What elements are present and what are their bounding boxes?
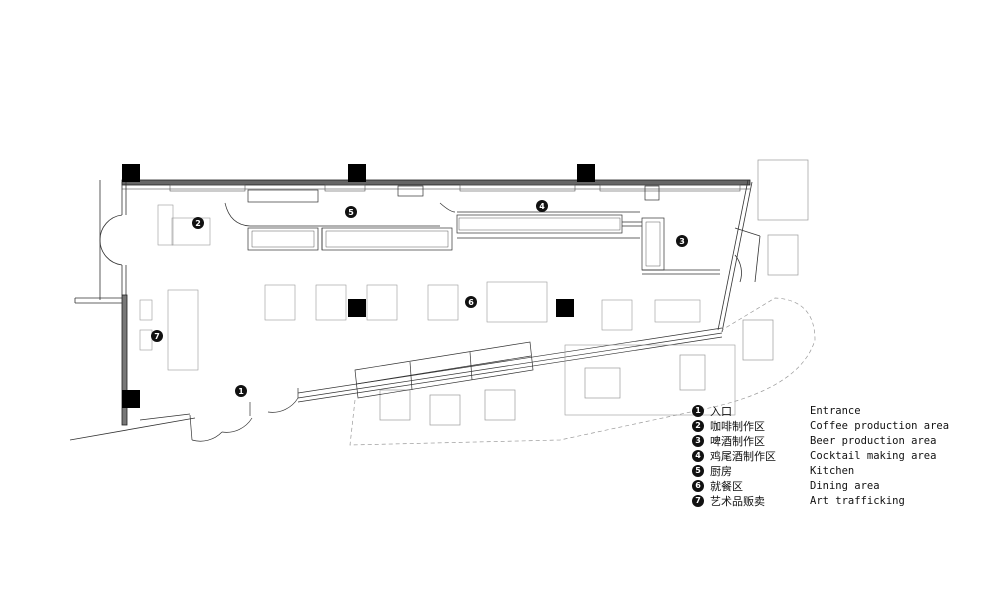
legend-marker: 6 [692,480,704,492]
south-facade [139,327,723,421]
legend-marker: 7 [692,495,704,507]
legend-label-english: Dining area [810,480,880,492]
legend-label-chinese: 咖啡制作区 [710,420,765,433]
coffee-area-furniture [157,204,211,246]
legend-marker: 1 [692,405,704,417]
legend-label-english: Art trafficking [810,495,905,507]
marker-kitchen: 5 [345,206,357,218]
svg-text:3: 3 [679,237,685,246]
legend-label-chinese: 入口 [710,405,732,418]
dining-furniture [139,281,701,371]
planter-bench [354,341,534,399]
legend-label-chinese: 啤酒制作区 [710,435,765,448]
svg-text:7: 7 [154,332,160,341]
legend-marker: 2 [692,420,704,432]
cocktail-counter [456,211,642,239]
svg-text:4: 4 [539,202,545,211]
beer-room [641,185,720,275]
legend-marker: 5 [692,465,704,477]
terrace [349,159,816,446]
legend-marker: 3 [692,435,704,447]
entrance-doors [189,388,299,442]
svg-text:2: 2 [195,219,201,228]
legend-label-english: Entrance [810,405,861,417]
marker-cocktail: 4 [536,200,548,212]
columns [122,164,595,408]
marker-entrance: 1 [235,385,247,397]
marker-art: 7 [151,330,163,342]
legend-label-chinese: 厨房 [710,465,732,478]
marker-dining: 6 [465,296,477,308]
svg-text:6: 6 [468,298,474,307]
legend-marker: 4 [692,450,704,462]
east-wall [717,179,761,333]
marker-coffee: 2 [192,217,204,229]
marker-beer: 3 [676,235,688,247]
svg-text:5: 5 [348,208,354,217]
legend-label-chinese: 就餐区 [710,480,743,493]
legend-label-english: Beer production area [810,435,937,447]
svg-text:1: 1 [238,387,244,396]
kitchen-block [224,185,456,251]
legend-label-english: Cocktail making area [810,450,937,462]
west-wall [74,182,128,426]
legend-label-english: Kitchen [810,465,855,477]
legend-label-chinese: 艺术品贩卖 [710,495,765,508]
legend-label-english: Coffee production area [810,420,950,432]
legend-label-chinese: 鸡尾酒制作区 [710,450,776,463]
north-wall [121,179,751,192]
